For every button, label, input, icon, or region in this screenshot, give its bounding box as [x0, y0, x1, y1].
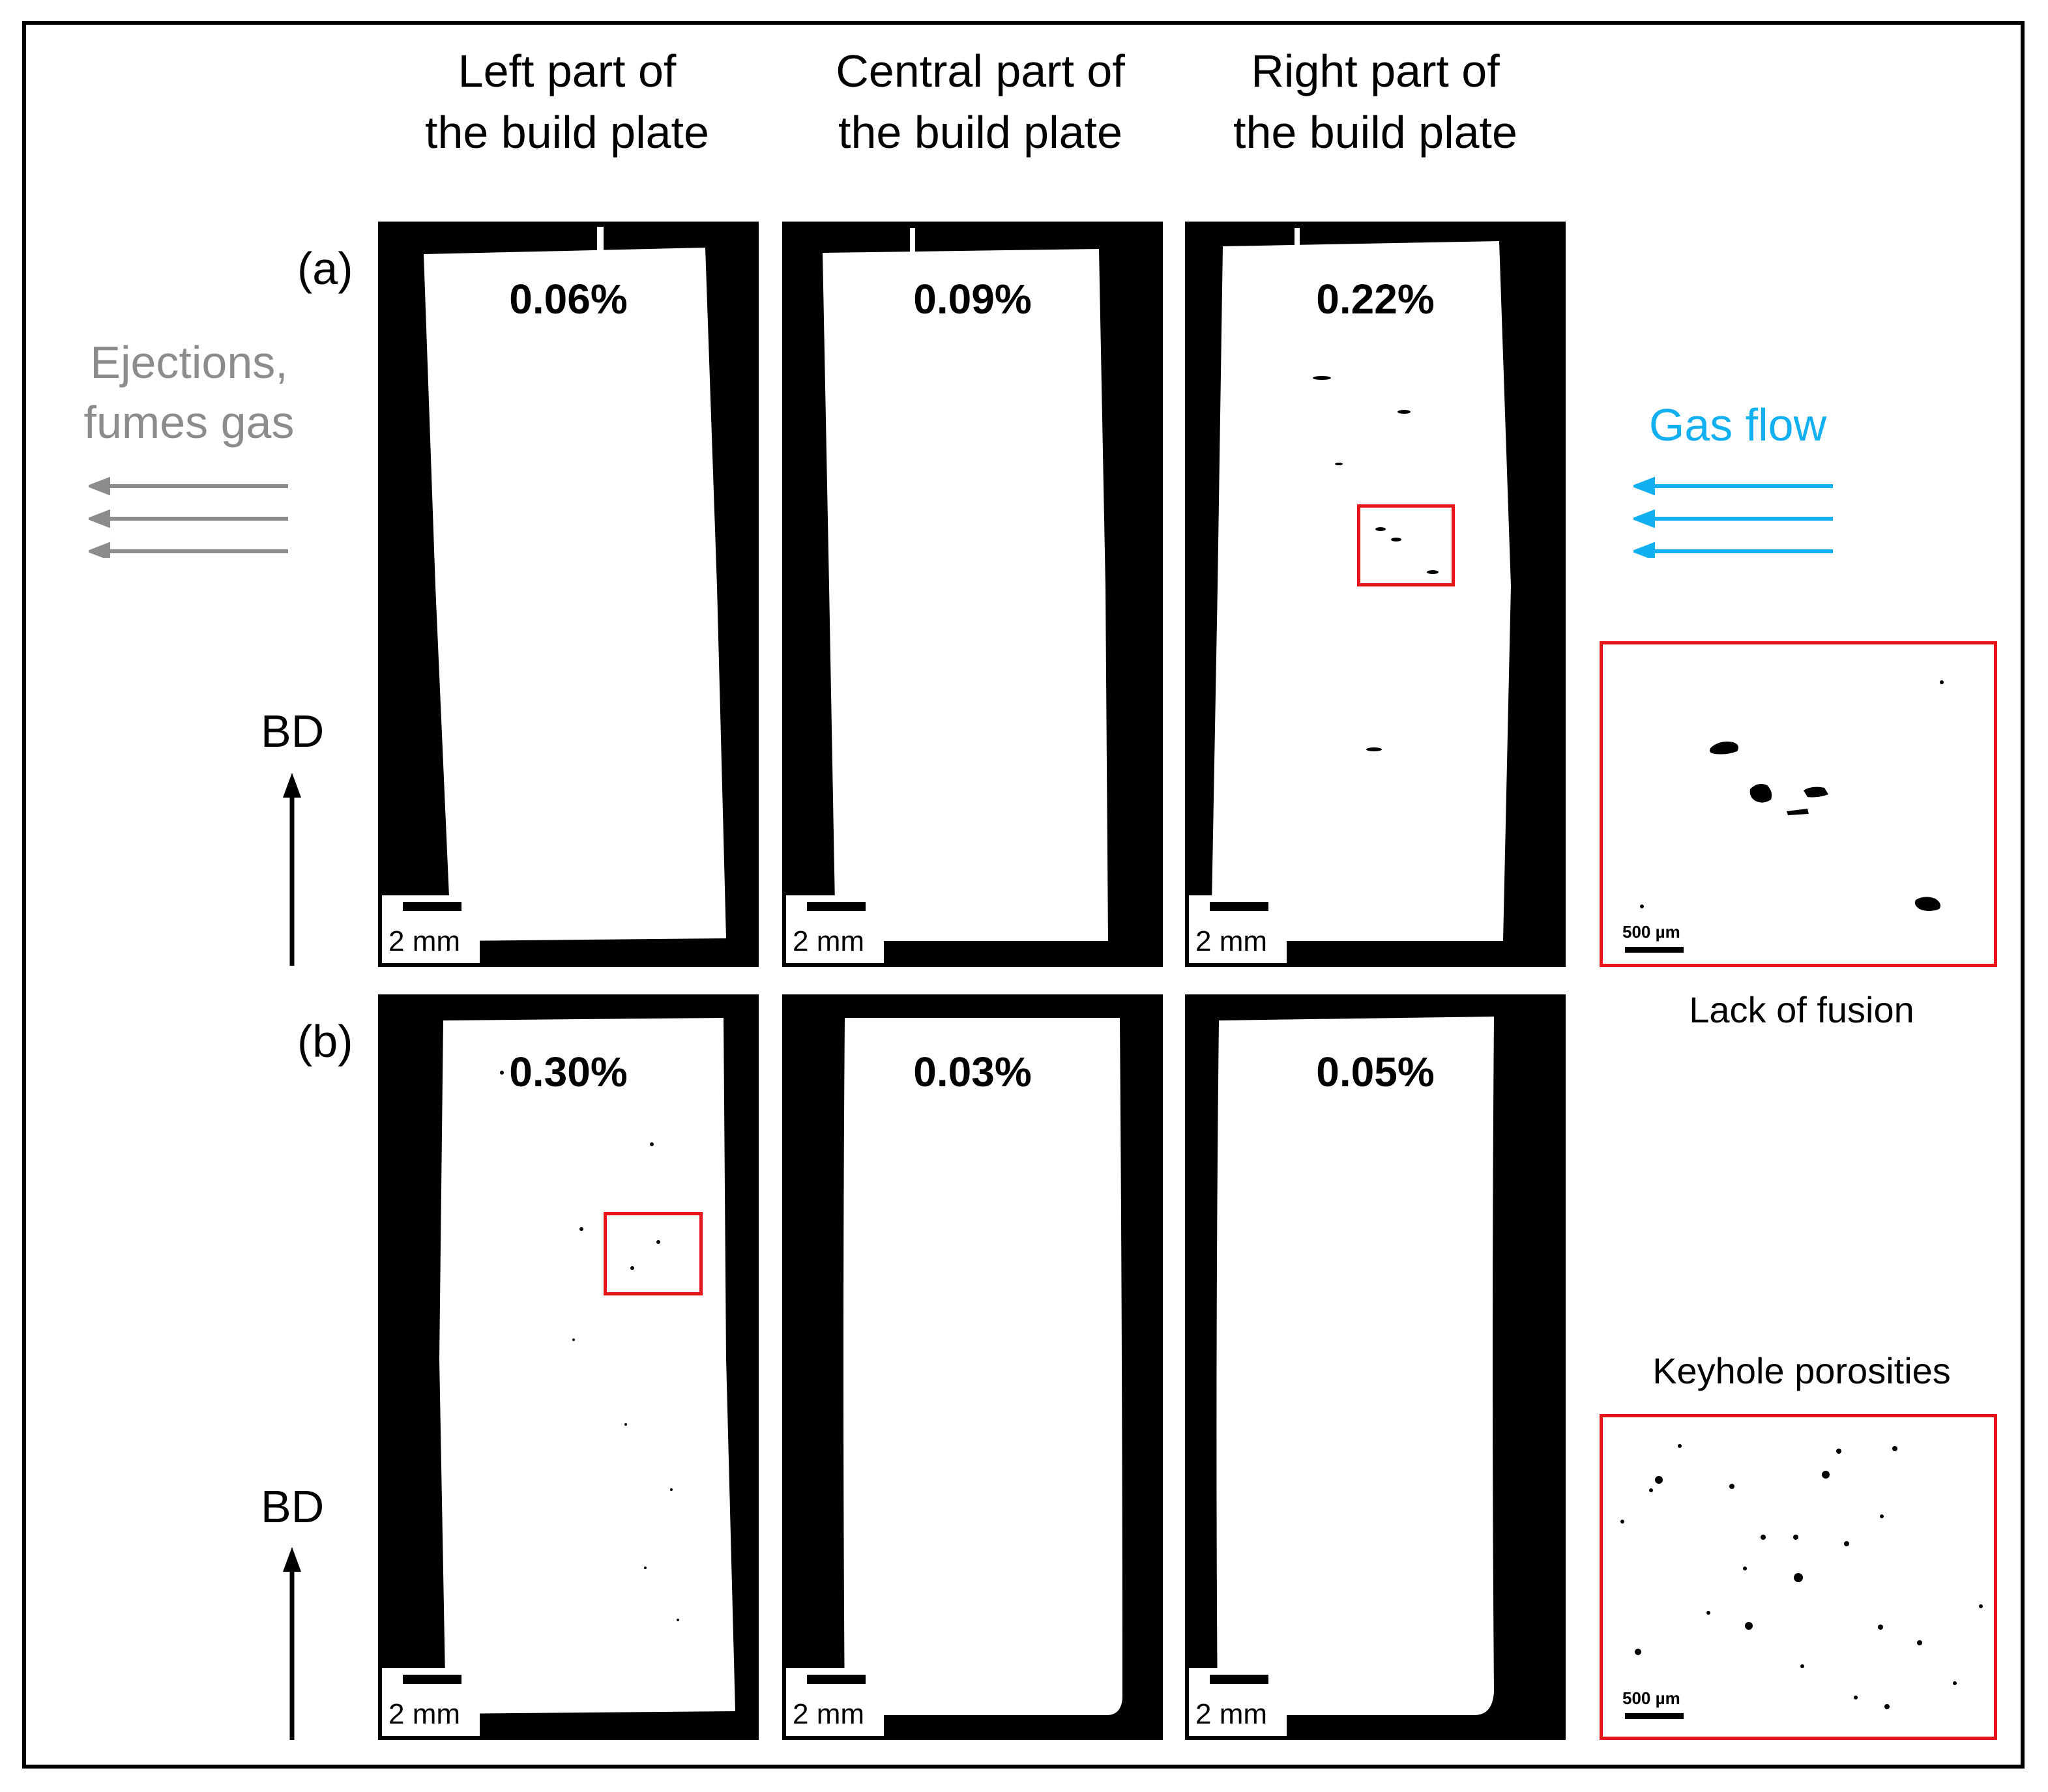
inset-caption-keyhole: Keyhole porosities — [1652, 1350, 1951, 1391]
highlight-box — [1357, 504, 1455, 586]
porosity-value: 0.03% — [913, 1048, 1032, 1095]
highlight-box — [604, 1212, 703, 1295]
micrograph-b-right: 0.05% 2 mm — [1185, 994, 1566, 1740]
ejections-label: Ejections, fumes gas — [52, 332, 326, 452]
scale-bar: 2 mm — [382, 895, 480, 963]
column-header-line: Right part of — [1251, 46, 1500, 96]
porosity-value: 0.09% — [913, 276, 1032, 323]
inset-scale-label: 500 µm — [1622, 1688, 1680, 1708]
inset-image — [1620, 1444, 1983, 1709]
porosity-value: 0.30% — [509, 1048, 628, 1095]
scale-label: 2 mm — [1195, 1698, 1267, 1730]
scale-bar-line — [807, 902, 866, 911]
ejections-arrows — [89, 476, 288, 558]
gas-flow-label: Gas flow — [1648, 399, 1827, 450]
scale-bar-line — [807, 1675, 866, 1684]
scale-bar: 2 mm — [382, 1668, 480, 1736]
inset-scale-label: 500 µm — [1622, 922, 1680, 942]
specimen-shape — [823, 228, 1108, 941]
column-header-left: Left part of the build plate — [365, 40, 769, 163]
specimen-shape — [843, 1018, 1122, 1715]
row-label-a: (a) — [297, 243, 353, 294]
inset-image — [1640, 680, 1944, 911]
row-label-b: (b) — [297, 1016, 353, 1067]
ejections-line: Ejections, — [90, 337, 288, 388]
inset-scale-bar — [1625, 1713, 1684, 1719]
column-header-line: the build plate — [1233, 107, 1517, 158]
micrograph-a-right: 0.22% 2 mm — [1185, 222, 1566, 967]
micrograph-b-central: 0.03% 2 mm — [782, 994, 1163, 1740]
porosity-value: 0.06% — [509, 276, 628, 323]
porosity-value: 0.05% — [1316, 1048, 1435, 1095]
scale-bar-line — [1210, 1675, 1268, 1684]
scale-bar: 2 mm — [1189, 1668, 1287, 1736]
scale-bar-line — [1210, 902, 1268, 911]
scale-label: 2 mm — [793, 925, 864, 957]
specimen-shape — [1216, 1017, 1494, 1715]
column-header-line: the build plate — [425, 107, 709, 158]
specimen-shape — [424, 227, 726, 941]
specimen-shape — [439, 1018, 735, 1714]
inset-scale-bar — [1625, 947, 1684, 953]
column-header-line: the build plate — [838, 107, 1122, 158]
scale-label: 2 mm — [388, 1698, 460, 1730]
porosity-value: 0.22% — [1316, 276, 1435, 323]
specimen-shape — [1211, 228, 1511, 941]
build-direction-arrow-icon — [283, 773, 301, 966]
column-header-central: Central part of the build plate — [778, 40, 1182, 163]
inset-lack-of-fusion: 500 µm — [1600, 641, 1997, 967]
ejections-line: fumes gas — [83, 397, 295, 448]
micrograph-a-central: 0.09% 2 mm — [782, 222, 1163, 967]
scale-label: 2 mm — [388, 925, 460, 957]
column-header-line: Left part of — [458, 46, 677, 96]
scale-bar-line — [403, 1675, 461, 1684]
scale-bar-line — [403, 902, 461, 911]
inset-caption-lack-of-fusion: Lack of fusion — [1689, 989, 1914, 1030]
scale-label: 2 mm — [1195, 925, 1267, 957]
build-direction-label-a: BD — [261, 706, 325, 757]
column-header-line: Central part of — [836, 46, 1125, 96]
scale-bar: 2 mm — [1189, 895, 1287, 963]
scale-bar: 2 mm — [786, 1668, 884, 1736]
build-direction-label-b: BD — [261, 1481, 325, 1532]
column-header-right: Right part of the build plate — [1173, 40, 1577, 163]
inset-keyhole-porosities: 500 µm — [1600, 1414, 1997, 1740]
scale-bar: 2 mm — [786, 895, 884, 963]
build-direction-arrow-icon — [283, 1547, 301, 1740]
micrograph-a-left: 0.06% 2 mm — [378, 222, 759, 967]
micrograph-b-left: 0.30% 2 mm — [378, 994, 759, 1740]
scale-label: 2 mm — [793, 1698, 864, 1730]
gas-flow-arrows — [1633, 476, 1833, 558]
figure-frame — [22, 21, 2025, 1769]
